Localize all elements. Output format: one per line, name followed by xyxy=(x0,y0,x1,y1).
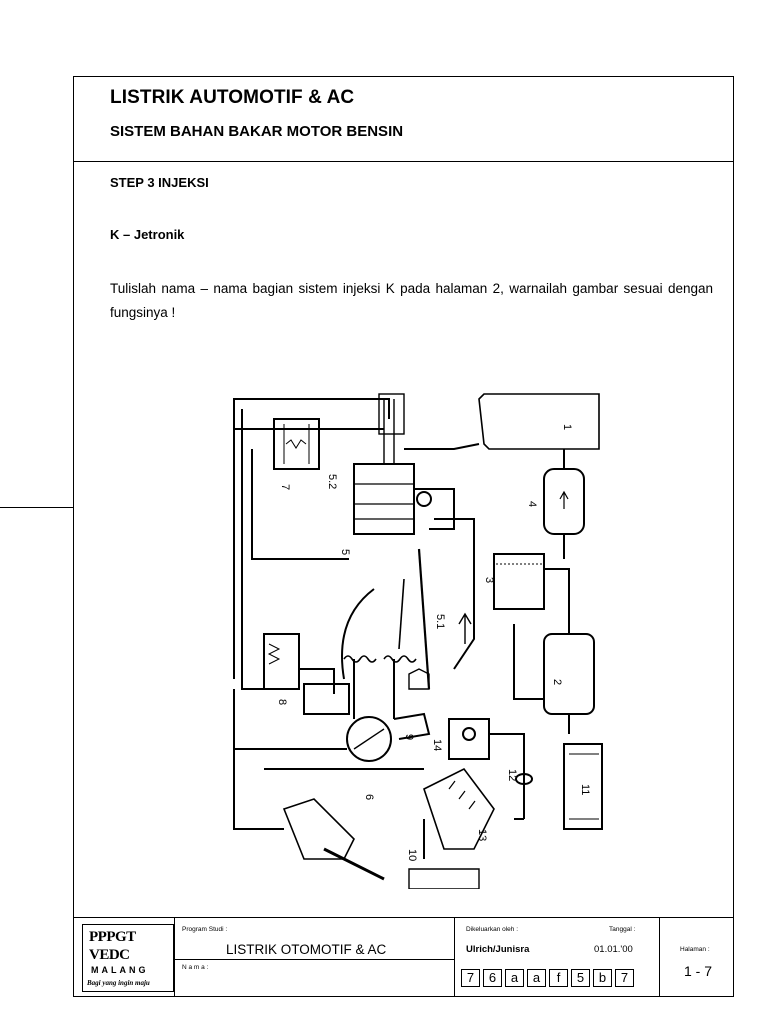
date-value: 01.01.'00 xyxy=(594,944,633,955)
logo-line-2: VEDC xyxy=(89,947,130,963)
program-value: LISTRIK OTOMOTIF & AC xyxy=(226,942,387,957)
page-value: 1 - 7 xyxy=(684,963,713,979)
page-label: Halaman : xyxy=(680,946,710,953)
worksheet-subtitle: SISTEM BAHAN BAKAR MOTOR BENSIN xyxy=(110,123,404,140)
code-cell: 7 xyxy=(461,969,480,987)
institution-logo: PPPGT VEDC MALANG Bagi yang ingin maju xyxy=(82,924,174,992)
worksheet-frame: LISTRIK AUTOMOTIF & AC SISTEM BAHAN BAKA… xyxy=(73,76,734,997)
label-5-1: 5.1 xyxy=(434,614,446,629)
footer-divider xyxy=(454,918,455,996)
label-6: 6 xyxy=(363,794,375,800)
label-5-2: 5.2 xyxy=(326,474,338,489)
label-13: 13 xyxy=(476,829,488,841)
name-label: N a m a : xyxy=(182,964,209,971)
document-code: 7 6 a a f 5 b 7 xyxy=(461,969,637,987)
logo-line-3: MALANG xyxy=(91,965,149,975)
footer-table: PPPGT VEDC MALANG Bagi yang ingin maju P… xyxy=(74,917,733,996)
code-cell: 6 xyxy=(483,969,502,987)
program-label: Program Studi : xyxy=(182,926,228,933)
label-9: 9 xyxy=(403,734,415,740)
step-heading: STEP 3 INJEKSI xyxy=(110,175,209,190)
footer-row-divider xyxy=(174,959,454,960)
label-11: 11 xyxy=(579,784,591,795)
diagram-labels: 1 2 3 4 5 5.1 5.2 6 7 8 9 10 11 12 13 14 xyxy=(276,424,591,861)
label-8: 8 xyxy=(276,699,288,705)
issued-value: Ulrich/Junisra xyxy=(466,944,530,955)
label-1: 1 xyxy=(561,424,573,430)
code-cell: 7 xyxy=(615,969,634,987)
date-label: Tanggal : xyxy=(609,926,636,933)
worksheet-title: LISTRIK AUTOMOTIF & AC xyxy=(110,87,355,108)
label-4: 4 xyxy=(526,501,538,507)
header-divider xyxy=(74,161,733,162)
issued-label: Dikeluarkan oleh : xyxy=(466,926,519,933)
code-cell: a xyxy=(527,969,546,987)
logo-tagline: Bagi yang ingin maju xyxy=(87,979,150,987)
instruction-text: Tulislah nama – nama bagian sistem injek… xyxy=(110,281,713,320)
footer-divider xyxy=(174,918,175,996)
code-cell: 5 xyxy=(571,969,590,987)
k-jetronic-diagram: 1 2 3 4 5 5.1 5.2 6 7 8 9 10 11 12 13 14 xyxy=(233,393,603,889)
label-10: 10 xyxy=(406,849,418,861)
code-cell: a xyxy=(505,969,524,987)
label-5: 5 xyxy=(339,549,351,555)
code-cell: b xyxy=(593,969,612,987)
footer-divider xyxy=(659,918,660,996)
system-heading: K – Jetronik xyxy=(110,227,185,242)
label-7: 7 xyxy=(279,484,291,490)
logo-line-1: PPPGT xyxy=(89,929,136,945)
label-12: 12 xyxy=(506,769,518,781)
code-cell: f xyxy=(549,969,568,987)
label-3: 3 xyxy=(483,577,495,583)
label-14: 14 xyxy=(431,739,443,751)
label-2: 2 xyxy=(551,679,563,685)
margin-tick xyxy=(0,507,73,508)
